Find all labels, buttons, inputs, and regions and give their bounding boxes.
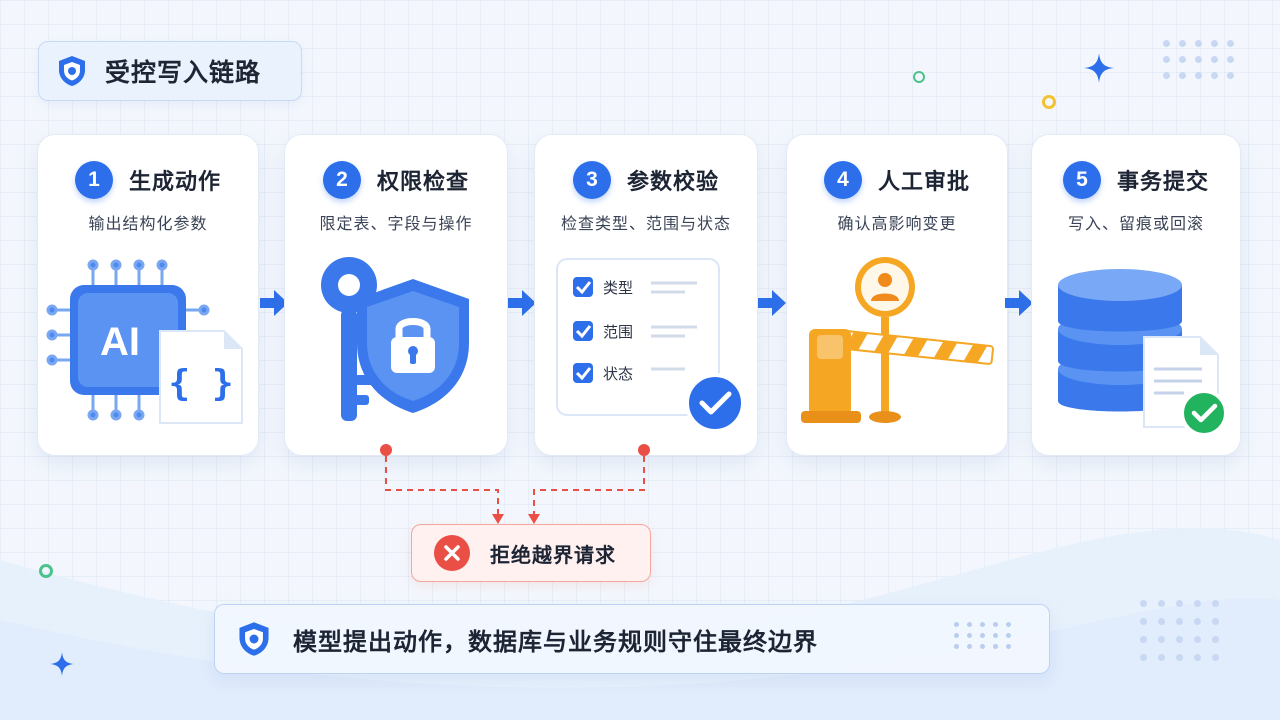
step-number: 5 [1062,161,1101,199]
sparkle-icon [1084,53,1114,83]
step-card-parameter-validation: 3 参数校验 检查类型、范围与状态 类型 范围 状态 [534,134,758,456]
chip-text: AI [100,320,140,364]
step-card-permission-check: 2 权限检查 限定表、字段与操作 [284,134,508,456]
braces-text: { } [168,363,233,404]
close-circle-icon [434,535,470,571]
step-title: 生成动作 [128,170,221,195]
key-shield-icon [321,257,469,421]
step-title: 参数校验 [626,170,719,195]
step-title: 事务提交 [1116,170,1209,195]
barrier-gate-icon [801,257,994,423]
step-number: 1 [74,161,113,199]
flow-arrow-icon [1005,290,1033,316]
reject-connector-lines [380,444,650,524]
step-subtitle: 确认高影响变更 [837,214,957,233]
step-subtitle: 写入、留痕或回滚 [1067,214,1204,233]
summary-banner: 模型提出动作，数据库与业务规则守住最终边界 [214,604,1050,674]
step-subtitle: 输出结构化参数 [88,214,208,233]
step-card-generate-action: 1 生成动作 输出结构化参数 AI { } [37,134,259,456]
step-card-manual-approval: 4 人工审批 确认高影响变更 [786,134,1008,456]
flow-arrow-icon [758,290,786,316]
step-subtitle: 限定表、字段与操作 [319,214,473,233]
checklist-item: 范围 [603,323,633,341]
step-number: 3 [572,161,611,199]
checklist-item: 类型 [603,279,633,297]
ring-decoration [39,564,53,578]
shield-icon [59,56,85,86]
page-title: 受控写入链路 [38,41,302,101]
reject-box: 拒绝越界请求 [411,524,651,582]
ring-decoration [1042,95,1056,109]
step-number: 2 [322,161,361,199]
dot-grid-decoration [1140,600,1219,661]
sparkle-icon [50,652,74,676]
checklist-item: 状态 [603,365,633,383]
title-label: 受控写入链路 [105,58,262,87]
ai-chip-icon: AI { } [46,259,243,424]
dot-grid-decoration [1163,40,1234,79]
ring-decoration [913,71,925,83]
shield-icon [239,622,269,656]
step-subtitle: 检查类型、范围与状态 [560,214,731,233]
flow-arrow-icon [260,290,288,316]
step-card-transaction-commit: 5 事务提交 写入、留痕或回滚 [1031,134,1241,456]
step-number: 4 [823,161,862,199]
checklist-icon: 类型 范围 状态 [556,258,745,433]
dot-grid-decoration [954,622,1013,649]
step-title: 权限检查 [376,170,469,195]
step-title: 人工审批 [877,170,970,195]
reject-label: 拒绝越界请求 [490,542,616,567]
banner-label: 模型提出动作，数据库与业务规则守住最终边界 [293,627,818,656]
database-commit-icon [1058,269,1228,437]
flow-arrow-icon [508,290,536,316]
